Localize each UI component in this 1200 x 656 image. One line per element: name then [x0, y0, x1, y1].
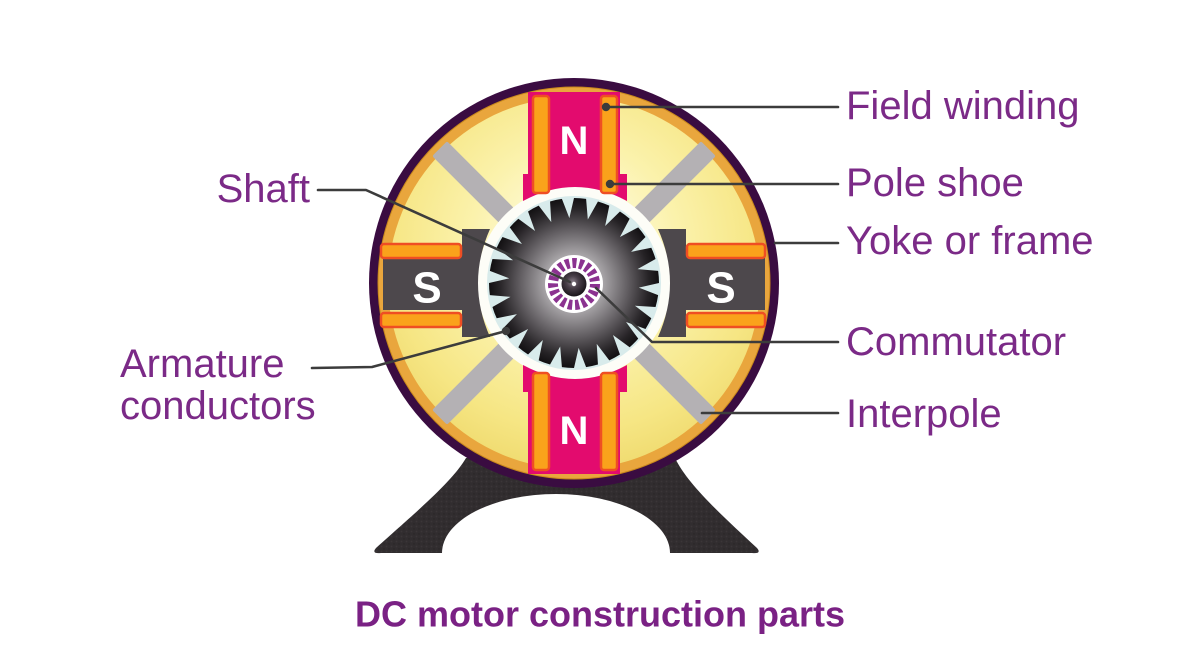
pointer-commutator: [594, 286, 840, 344]
interpole-bar-upper-right: [634, 142, 715, 223]
pointer-armature: [310, 329, 508, 370]
label-armature-line1: Armature: [120, 342, 285, 386]
pointer-dot-pole-shoe: [605, 179, 615, 189]
part-labels: Field winding Pole shoe Yoke or frame Co…: [120, 84, 1094, 436]
pointer-shaft: [316, 188, 572, 284]
pole-south-right: S: [658, 229, 767, 337]
pole-core-south-right: [678, 256, 765, 310]
interpoles: [433, 142, 715, 424]
field-winding-strip: [379, 242, 463, 260]
pole-letter-s-left: S: [412, 264, 441, 313]
motor-base: [374, 458, 759, 554]
interpole-bar-lower-left: [433, 343, 514, 424]
pointer-dot-field-winding: [601, 102, 611, 112]
label-yoke-or-frame: Yoke or frame: [846, 219, 1094, 263]
label-field-winding: Field winding: [846, 84, 1079, 128]
pole-south-left: S: [379, 229, 490, 337]
pointer-lines: [310, 102, 840, 415]
pole-letter-n-bottom: N: [560, 409, 589, 453]
field-winding-strip: [531, 371, 551, 472]
field-winding-strip: [685, 242, 767, 260]
label-armature-line2: conductors: [120, 384, 316, 428]
commutator: [545, 255, 603, 313]
interpole-bar-upper-left: [433, 142, 514, 223]
diagram-title: DC motor construction parts: [355, 594, 845, 635]
pole-north-top: N: [523, 92, 627, 201]
field-winding-strip: [379, 311, 463, 329]
pole-core-south-left: [383, 256, 470, 310]
pole-letter-n-top: N: [560, 119, 589, 163]
label-commutator: Commutator: [846, 320, 1066, 364]
field-winding-strip: [599, 94, 619, 195]
commutator-segments-ring: [548, 258, 600, 310]
field-winding-strip: [685, 311, 767, 329]
label-shaft: Shaft: [217, 167, 310, 211]
label-pole-shoe: Pole shoe: [846, 161, 1024, 205]
shaft-center-dot: [571, 281, 577, 287]
pole-letter-s-right: S: [706, 264, 735, 313]
field-winding-strip: [599, 371, 619, 472]
interpole-bar-lower-right: [634, 343, 715, 424]
pole-north-bottom: N: [523, 365, 627, 474]
field-winding-strip: [531, 94, 551, 195]
pointer-dot-armature: [501, 326, 511, 336]
label-interpole: Interpole: [846, 392, 1002, 436]
